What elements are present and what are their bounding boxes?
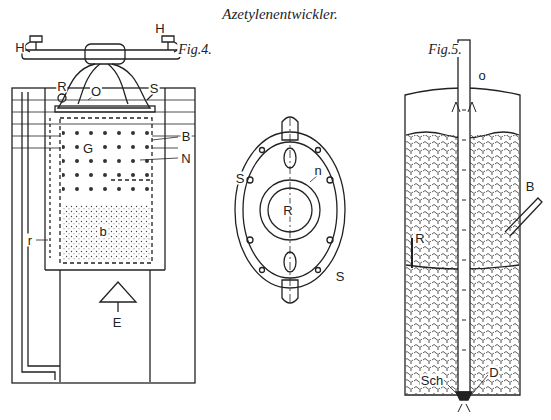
figure-label: Fig.5. <box>427 43 462 57</box>
part-letter: b <box>98 225 107 238</box>
fig4-generator <box>12 36 195 383</box>
fig-top-view <box>235 117 345 305</box>
part-letter: r <box>27 234 33 247</box>
part-letter: N <box>180 152 191 165</box>
part-letter: R <box>56 80 67 93</box>
part-letter: B <box>181 130 192 143</box>
part-letter: S <box>335 270 346 283</box>
part-letter: o <box>477 69 486 82</box>
part-letter: S <box>149 82 160 95</box>
part-letter: E <box>112 316 123 329</box>
fig5-cartridge <box>405 40 542 412</box>
title: Azetylenentwickler. <box>222 6 337 23</box>
part-letter: D <box>488 366 499 379</box>
part-letter: R <box>282 204 293 217</box>
part-letter: B <box>525 180 536 193</box>
figure-label: Fig.4. <box>177 43 212 57</box>
part-letter: H <box>154 22 165 35</box>
part-letter: Sch <box>420 374 444 387</box>
part-letter: R <box>414 232 425 245</box>
part-letter: H <box>14 41 25 54</box>
part-letter: O <box>90 85 102 98</box>
part-letter: S <box>235 172 246 185</box>
part-letter: n <box>313 164 322 177</box>
part-letter: G <box>82 142 94 155</box>
